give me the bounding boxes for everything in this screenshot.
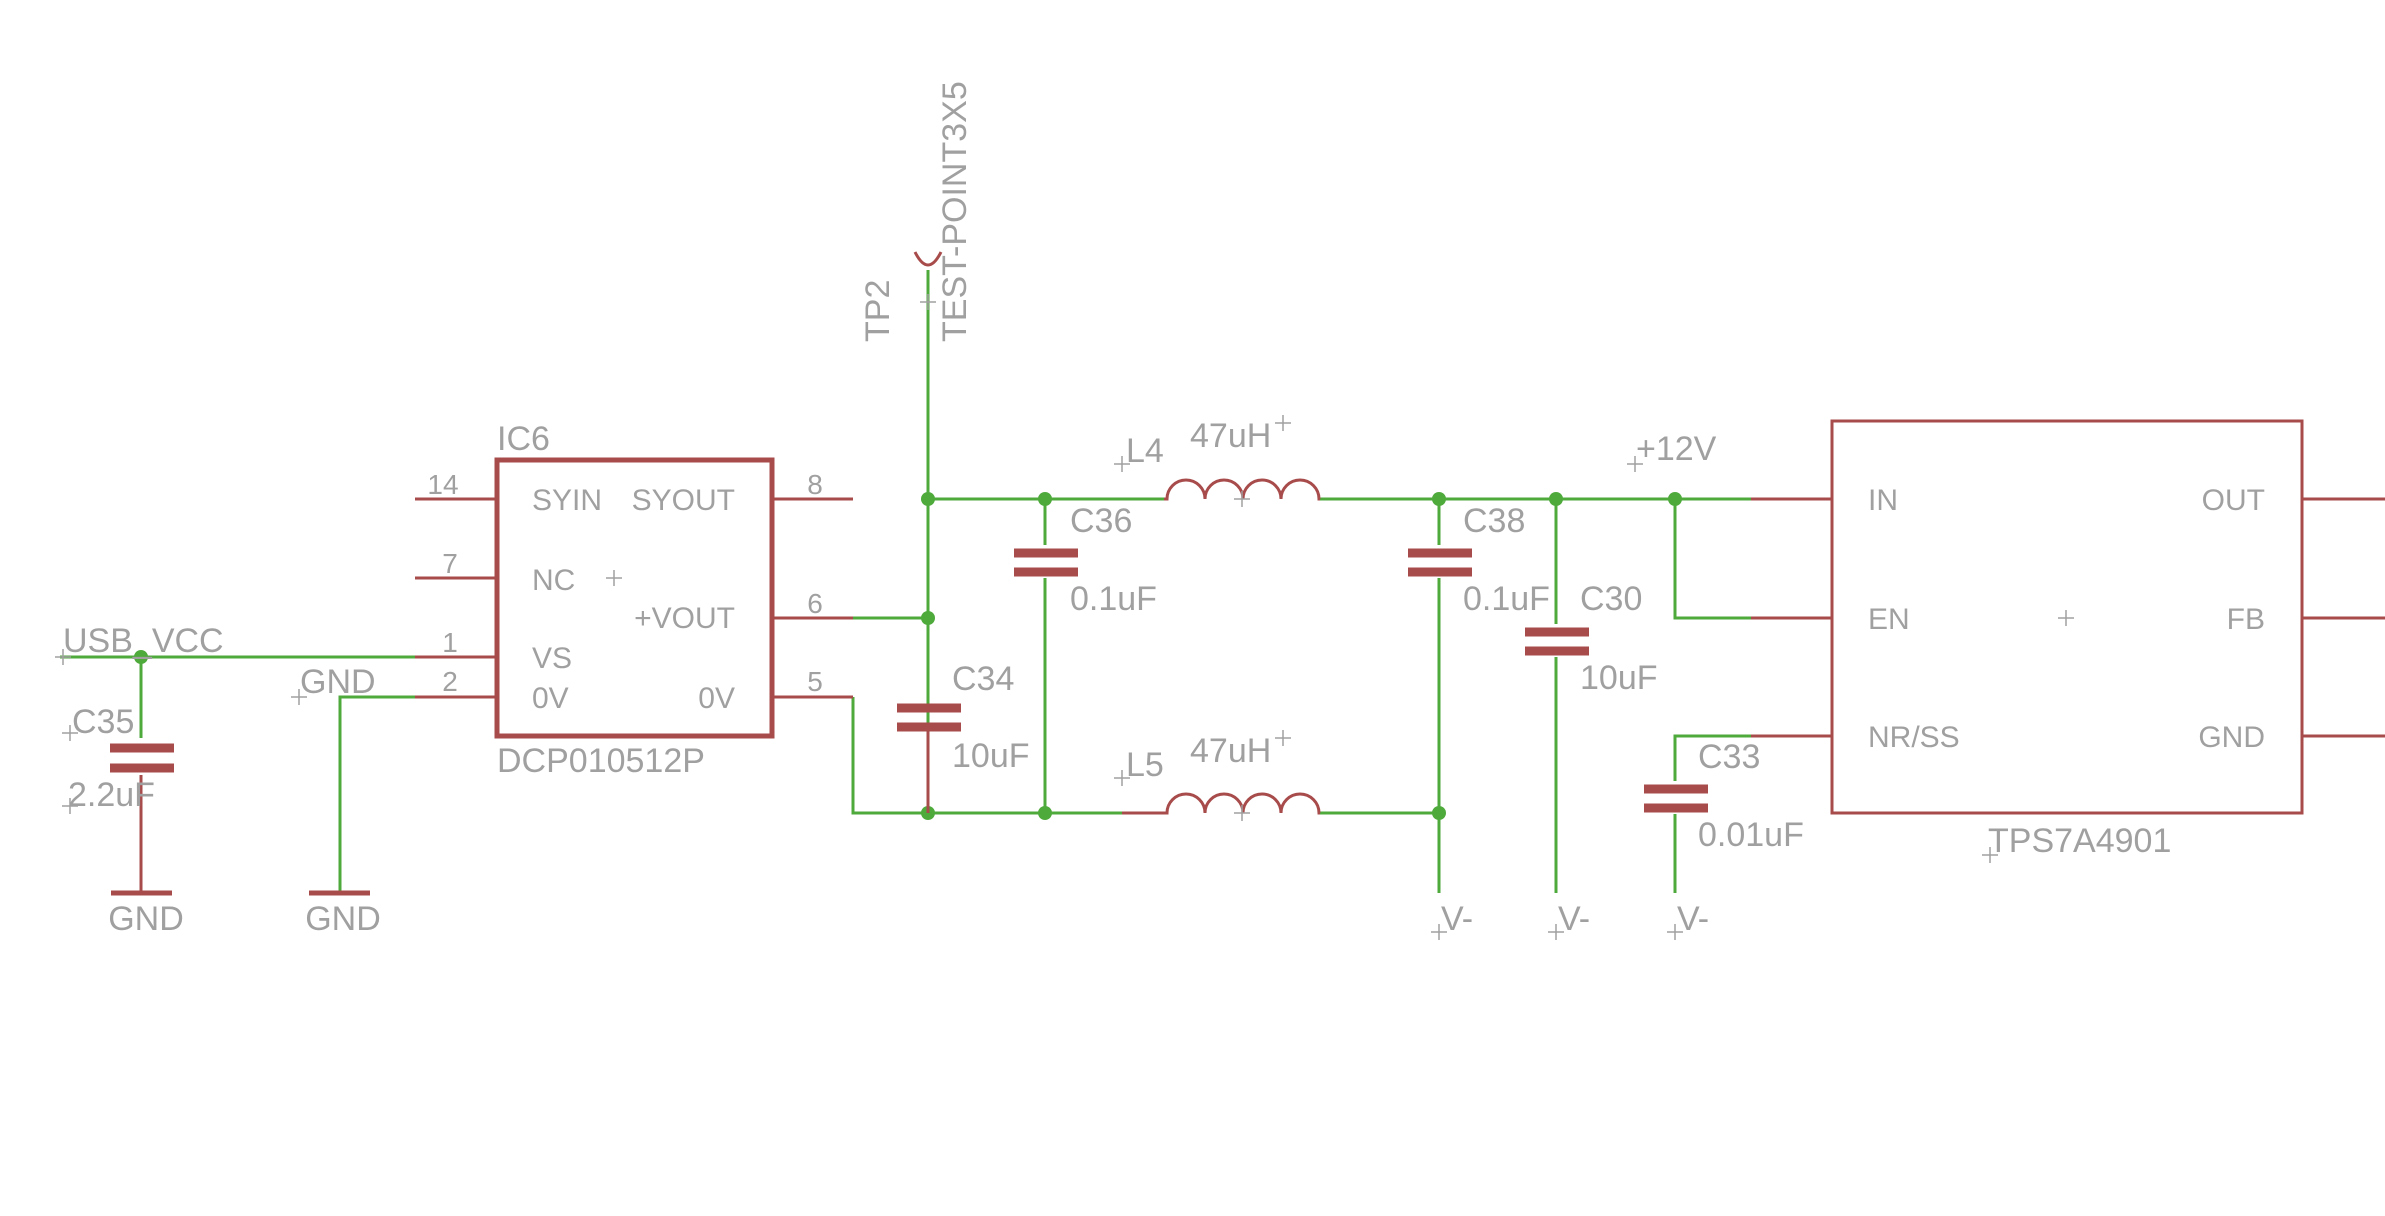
capacitor-c33[interactable]: C33 0.01uF bbox=[1644, 738, 1804, 854]
net-label-gnd: GND bbox=[300, 663, 376, 701]
ic6-pin-name: SYIN bbox=[532, 484, 602, 517]
origin-cross bbox=[291, 689, 307, 705]
ic6-pin-name: +VOUT bbox=[634, 602, 735, 635]
c35-value: 2.2uF bbox=[68, 776, 155, 814]
origin-cross bbox=[55, 649, 71, 665]
l5-value: 47uH bbox=[1190, 732, 1271, 770]
ic6-pin-name: 0V bbox=[532, 682, 569, 715]
ic6-pin-num: 6 bbox=[807, 588, 823, 619]
reg-pin-gnd: GND bbox=[2198, 721, 2265, 754]
wire-0v-pin5[interactable] bbox=[851, 697, 1122, 815]
tps7a4901-symbol[interactable]: IN EN NR/SS OUT FB GND TPS7A4901 bbox=[1751, 419, 2385, 863]
ic6-pin-num: 8 bbox=[807, 469, 823, 500]
junctions bbox=[134, 492, 1682, 820]
origin-cross bbox=[1114, 456, 1130, 472]
capacitor-c30[interactable]: C30 10uF bbox=[1525, 580, 1658, 697]
ic6-pin-num: 2 bbox=[442, 666, 458, 697]
c30-name: C30 bbox=[1580, 580, 1642, 618]
ic6-pin-name: VS bbox=[532, 642, 572, 675]
regulator-value: TPS7A4901 bbox=[1988, 822, 2171, 860]
origin-cross bbox=[1234, 491, 1250, 507]
origin-cross bbox=[1275, 415, 1291, 431]
ic6-symbol[interactable]: IC6 DCP010512P 14 7 1 2 8 6 5 SYIN NC VS… bbox=[415, 420, 853, 780]
origin-cross bbox=[1275, 730, 1291, 746]
reg-pin-nrss: NR/SS bbox=[1868, 721, 1960, 754]
l4-value: 47uH bbox=[1190, 417, 1271, 455]
gnd-symbol-ic6[interactable]: GND bbox=[305, 890, 381, 938]
ic6-pin-num: 1 bbox=[442, 627, 458, 658]
tp2-symbol[interactable]: TP2 TEST-POINT3X5 bbox=[859, 81, 974, 342]
reg-pin-en: EN bbox=[1868, 603, 1910, 636]
junction-dot bbox=[134, 650, 148, 664]
wire-nrss[interactable] bbox=[1673, 734, 1751, 781]
net-label-plus12v: +12V bbox=[1636, 430, 1717, 468]
c34-value: 10uF bbox=[952, 737, 1030, 775]
junction-dot bbox=[1549, 492, 1563, 506]
ic6-pin-name: SYOUT bbox=[632, 484, 735, 517]
wire-gnd-pin2[interactable] bbox=[338, 695, 415, 893]
origin-cross bbox=[1627, 456, 1643, 472]
tp2-value: TEST-POINT3X5 bbox=[936, 81, 974, 342]
origin-cross bbox=[1667, 924, 1683, 940]
gnd-label: GND bbox=[108, 900, 184, 938]
tp2-name: TP2 bbox=[859, 280, 897, 342]
inductor-l4[interactable]: L4 47uH bbox=[1114, 415, 1321, 507]
capacitor-c34[interactable]: C34 10uF bbox=[897, 660, 1030, 813]
wire-en[interactable] bbox=[1673, 499, 1751, 620]
c38-value: 0.1uF bbox=[1463, 580, 1550, 618]
ic6-pin-name: NC bbox=[532, 564, 575, 597]
wire-l5-out[interactable] bbox=[1320, 811, 1441, 893]
origin-cross bbox=[62, 798, 78, 814]
origin-cross bbox=[606, 570, 622, 586]
c33-value: 0.01uF bbox=[1698, 816, 1804, 854]
c30-value: 10uF bbox=[1580, 659, 1658, 697]
reg-pin-fb: FB bbox=[2227, 603, 2265, 636]
capacitor-c35[interactable]: C35 2.2uF bbox=[62, 703, 174, 893]
junction-dot bbox=[1038, 492, 1052, 506]
ic6-pin-num: 7 bbox=[442, 548, 458, 579]
ic6-name: IC6 bbox=[497, 420, 550, 458]
c38-name: C38 bbox=[1463, 502, 1525, 540]
junction-dot bbox=[1432, 806, 1446, 820]
origin-cross bbox=[2058, 610, 2074, 626]
inductor-l5[interactable]: L5 47uH bbox=[1114, 730, 1321, 821]
ic6-pin-num: 5 bbox=[807, 666, 823, 697]
c34-name: C34 bbox=[952, 660, 1014, 698]
origin-cross bbox=[1431, 924, 1447, 940]
origin-cross bbox=[920, 294, 936, 310]
junction-dot bbox=[921, 611, 935, 625]
origin-cross bbox=[1548, 924, 1564, 940]
reg-pin-out: OUT bbox=[2202, 484, 2265, 517]
junction-dot bbox=[1038, 806, 1052, 820]
wires bbox=[60, 270, 1751, 893]
capacitor-c38[interactable]: C38 0.1uF bbox=[1408, 502, 1550, 618]
net-label-usb-vcc: USB_VCC bbox=[63, 622, 224, 660]
junction-dot bbox=[921, 492, 935, 506]
ic6-pin-name: 0V bbox=[698, 682, 735, 715]
origin-cross bbox=[62, 725, 78, 741]
c36-value: 0.1uF bbox=[1070, 580, 1157, 618]
c35-name: C35 bbox=[72, 703, 134, 741]
l4-name: L4 bbox=[1126, 432, 1164, 470]
capacitor-c36[interactable]: C36 0.1uF bbox=[1014, 502, 1157, 618]
c36-name: C36 bbox=[1070, 502, 1132, 540]
l5-name: L5 bbox=[1126, 746, 1164, 784]
origin-cross bbox=[1234, 805, 1250, 821]
c33-name: C33 bbox=[1698, 738, 1760, 776]
origin-cross bbox=[1114, 770, 1130, 786]
gnd-label: GND bbox=[305, 900, 381, 938]
reg-pin-in: IN bbox=[1868, 484, 1898, 517]
ic6-pin-num: 14 bbox=[427, 469, 458, 500]
ic6-value: DCP010512P bbox=[497, 742, 705, 780]
gnd-symbol-c35[interactable]: GND bbox=[108, 890, 184, 938]
junction-dot bbox=[1432, 492, 1446, 506]
junction-dot bbox=[1668, 492, 1682, 506]
origin-cross bbox=[1982, 847, 1998, 863]
